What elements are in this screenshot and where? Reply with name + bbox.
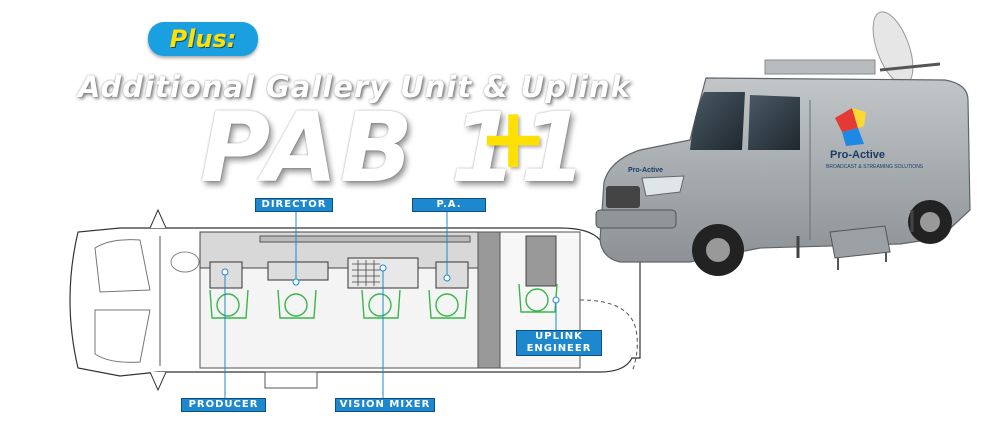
pa-operator xyxy=(428,289,468,319)
mirror-top xyxy=(149,208,167,229)
door-text: Pro-Active xyxy=(628,167,663,174)
logo-mark-red xyxy=(835,108,858,132)
logo-text: Pro-Active xyxy=(830,149,885,161)
cab-seat-left xyxy=(94,239,151,293)
leader-lines xyxy=(221,212,560,398)
monitor-wall xyxy=(259,235,471,243)
title-plus: + xyxy=(478,89,549,187)
pa-desk-unit xyxy=(435,261,469,289)
logo-subtext: BROADCAST & STREAMING SOLUTIONS xyxy=(826,164,924,170)
access-step xyxy=(829,225,891,259)
steering-wheel xyxy=(170,251,200,273)
rear-door-swing xyxy=(579,299,638,373)
side-window xyxy=(748,95,800,150)
title-prefix: PAB 1 xyxy=(200,92,520,204)
satellite-dish xyxy=(872,11,914,85)
producer-operator xyxy=(209,289,249,319)
vision-mixer-label: VISION MIXER xyxy=(335,398,435,412)
cab-seat-right xyxy=(94,309,151,363)
headlight xyxy=(641,175,685,197)
logo-mark-yellow xyxy=(852,108,866,128)
director-operator xyxy=(277,289,317,319)
grille xyxy=(606,186,640,208)
mirror-bottom xyxy=(149,371,167,392)
vision-mixer-operator xyxy=(361,289,401,319)
subtitle: Additional Gallery Unit & Uplink xyxy=(78,70,631,104)
roof-rack xyxy=(764,59,876,75)
pa-label: P.A. xyxy=(412,198,486,212)
plus-badge-text: Plus: xyxy=(169,25,237,53)
windscreen xyxy=(690,92,745,150)
vision-mixer-keys xyxy=(352,260,380,286)
director-label: DIRECTOR xyxy=(255,198,333,212)
title-suffix: 1 xyxy=(520,92,587,204)
uplink-rack xyxy=(525,235,557,287)
rear-hub xyxy=(920,212,940,232)
dish-arm xyxy=(879,62,941,72)
bumper xyxy=(595,209,677,229)
van-body xyxy=(599,77,971,263)
producer-label: PRODUCER xyxy=(181,398,266,412)
side-step xyxy=(264,371,318,389)
front-hub xyxy=(706,238,730,262)
logo-mark-blue xyxy=(842,128,864,146)
plus-badge: Plus: xyxy=(148,22,258,56)
